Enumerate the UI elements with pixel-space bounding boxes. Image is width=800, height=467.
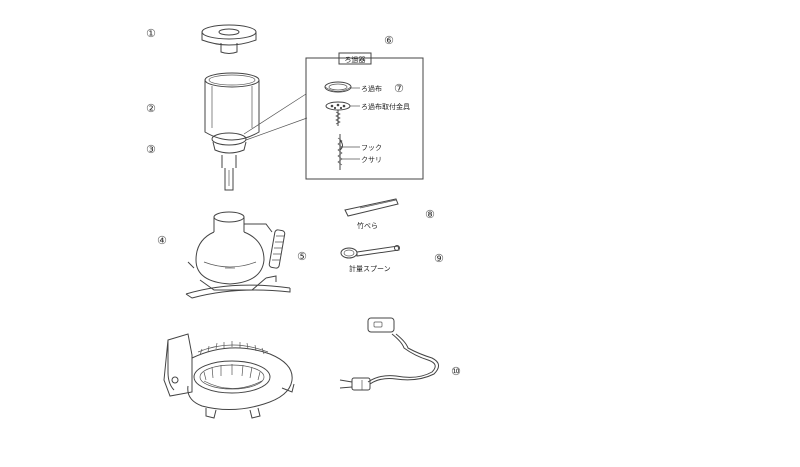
part-number-5: ⑤ [297, 250, 307, 263]
leader-line [243, 93, 307, 135]
bamboo-spatula-illustration [344, 198, 399, 217]
bamboo-spatula-label: 竹べら [357, 221, 378, 230]
part-number-7: ⑦ [394, 82, 404, 95]
power-cord-illustration [339, 317, 439, 391]
filter-box-title: ろ過器 [345, 55, 366, 64]
filter-cloth-illustration [324, 81, 352, 93]
part-number-10: ⑩ [451, 365, 461, 378]
part-number-9: ⑨ [434, 252, 444, 265]
upper-lid-illustration [201, 24, 257, 54]
part-number-4: ④ [157, 234, 167, 247]
part-number-2: ② [146, 102, 156, 115]
hook-chain-illustration [337, 134, 343, 170]
filter-mount-illustration [325, 101, 351, 126]
filter-mount-label: ろ過布取付金具 [361, 102, 410, 111]
upper-bowl-illustration [204, 72, 260, 191]
filter-detail-box [305, 52, 424, 180]
chain-label: クサリ [361, 156, 382, 164]
hook-label: フック [361, 144, 382, 152]
part-number-8: ⑧ [425, 208, 435, 221]
measuring-spoon-illustration [340, 245, 400, 259]
part-number-3: ③ [146, 143, 156, 156]
leader-line [245, 117, 308, 141]
lower-flask-illustration [185, 211, 291, 299]
filter-cloth-label: ろ過布 [361, 84, 382, 93]
part-number-6: ⑥ [384, 34, 394, 47]
part-number-1: ① [146, 27, 156, 40]
measuring-spoon-label: 計量スプーン [349, 264, 391, 273]
heater-base-illustration [163, 333, 295, 419]
